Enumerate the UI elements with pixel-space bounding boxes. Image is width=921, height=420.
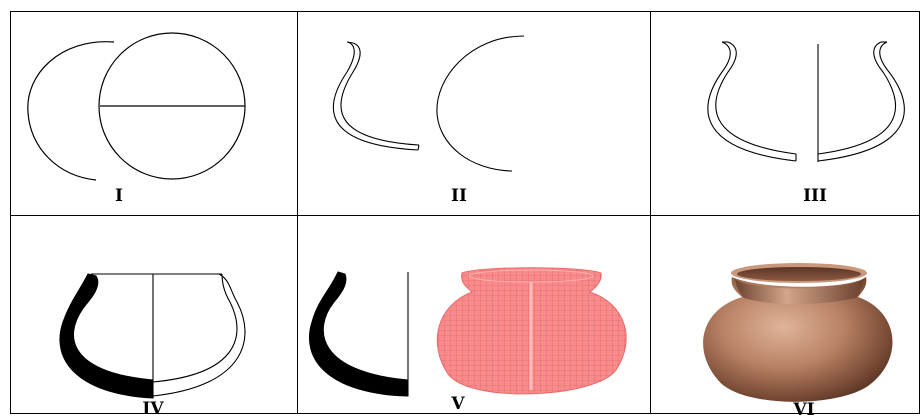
panel-iii-right-outer <box>817 41 905 162</box>
panel-v-label: V <box>451 394 465 414</box>
panel-iv-section-fill <box>59 273 154 399</box>
panel-ii-arc <box>436 35 525 172</box>
panel-ii-rim <box>346 41 354 44</box>
panel-ii-profile-inner <box>340 42 420 146</box>
panel-vi-vessel-neck <box>735 278 864 304</box>
panel-i-label: I <box>115 186 123 206</box>
panel-iii-label: III <box>803 186 827 206</box>
panel-ii-profile-outer <box>332 41 419 151</box>
panel-vi-vessel-mouth <box>737 267 861 281</box>
panel-iv-label: IV <box>142 399 164 419</box>
panel-iii-left-outer <box>707 41 797 162</box>
panel-iii-right-inner <box>817 41 897 155</box>
panel-iii-left-inner <box>715 41 797 155</box>
panel-ii-label: II <box>451 186 467 206</box>
panel-iv-right-inner <box>152 273 238 383</box>
panel-vi-vessel-body <box>703 277 893 402</box>
panel-iv-right-outer <box>152 273 246 397</box>
panel-i-arc <box>27 41 115 181</box>
panel-vi-label: VI <box>793 400 815 420</box>
panel-ii-base-edge <box>417 144 420 151</box>
